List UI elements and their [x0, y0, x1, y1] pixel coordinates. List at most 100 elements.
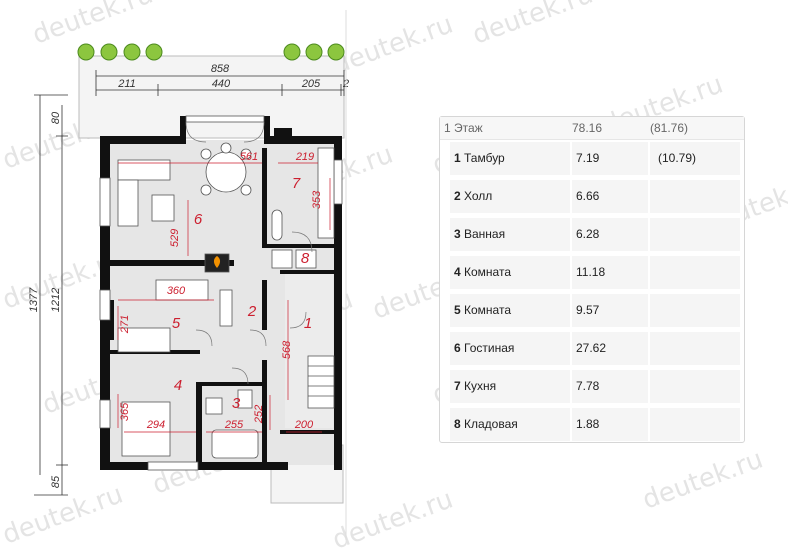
room-extra-cell	[650, 180, 740, 213]
room-dim: 561	[240, 151, 258, 163]
wardrobe-icon	[219, 289, 233, 327]
bathtub-icon	[211, 429, 259, 459]
room-number: 6	[194, 211, 203, 228]
floor-area-value: 78.16	[572, 121, 603, 135]
sink-icon	[205, 397, 223, 415]
room-index: 2	[454, 189, 461, 203]
dim-total-height: 1377	[28, 287, 40, 312]
room-index: 3	[454, 227, 461, 241]
room-name: Комната	[464, 265, 511, 279]
room-area: 11.18	[576, 265, 606, 279]
room-number: 8	[301, 250, 310, 267]
room-area-cell: 6.66	[572, 180, 648, 213]
room-name: Ванная	[464, 227, 506, 241]
room-number: 3	[232, 395, 241, 412]
room-extra-cell	[650, 370, 740, 403]
toilet-icon	[237, 389, 253, 409]
room-area-cell: 11.18	[572, 256, 648, 289]
room-number: 2	[247, 303, 257, 320]
room-extra-cell	[650, 408, 740, 441]
room-dim: 365	[119, 402, 131, 421]
terrace	[78, 55, 345, 139]
fire-icon	[213, 256, 221, 268]
room-area: 1.88	[576, 417, 600, 431]
dim-inner-height: 1212	[50, 288, 62, 312]
storage-icon	[271, 249, 293, 269]
dim-segment: 205	[301, 78, 321, 90]
windows	[99, 115, 343, 471]
furniture	[117, 142, 335, 459]
room-dimension-lines	[117, 162, 331, 433]
room-dim: 360	[167, 285, 186, 297]
room-extra-cell: (10.79)	[650, 142, 740, 175]
room-name: Кухня	[464, 379, 497, 393]
room-area-cell: 6.28	[572, 218, 648, 251]
room-area: 7.78	[576, 379, 600, 393]
room-number: 7	[292, 175, 301, 192]
sofa-icon	[117, 159, 171, 181]
room-index: 8	[454, 417, 461, 431]
floor-total-value: (81.76)	[650, 121, 689, 135]
room-name: Кладовая	[464, 417, 518, 431]
room-extra-cell	[650, 294, 740, 327]
room-area-cell: 7.19	[572, 142, 648, 175]
room-area: 6.66	[576, 189, 600, 203]
room-dim: 529	[169, 229, 181, 247]
dim-top: 80	[50, 111, 62, 124]
room-number: 5	[172, 315, 181, 332]
floor-label: 1 Этаж	[444, 121, 483, 135]
plant-icon	[77, 43, 345, 61]
room-number: 4	[174, 377, 182, 394]
room-index: 7	[454, 379, 461, 393]
area-table-header: 1 Этаж 78.16 (81.76)	[440, 117, 744, 140]
room-area-cell: 9.57	[572, 294, 648, 327]
room-area-cell: 7.78	[572, 370, 648, 403]
room-extra-cell	[650, 218, 740, 251]
dim-segment: 211	[117, 78, 136, 90]
door-swings	[185, 121, 313, 385]
room-dim: 568	[281, 340, 293, 359]
room-name: Холл	[464, 189, 493, 203]
room-name: Комната	[464, 303, 511, 317]
room-area-cell: 1.88	[572, 408, 648, 441]
room-dim: 252	[253, 405, 265, 424]
room-name: Гостиная	[464, 341, 515, 355]
room-dim: 271	[119, 315, 131, 334]
room-extra-cell	[650, 256, 740, 289]
room-area: 27.62	[576, 341, 607, 355]
room-dim: 219	[295, 151, 314, 163]
room-area: 6.28	[576, 227, 600, 241]
dim-total-width: 858	[211, 63, 230, 75]
stairs-icon	[307, 355, 335, 409]
room-area-cell: 27.62	[572, 332, 648, 365]
room-extra-cell	[650, 332, 740, 365]
dim-segment: 440	[212, 78, 231, 90]
coffee-table-icon	[151, 194, 175, 222]
room-area: 9.57	[576, 303, 600, 317]
room-area: 7.19	[576, 151, 600, 165]
room-index: 5	[454, 303, 461, 317]
room-index: 6	[454, 341, 461, 355]
dimension-lines	[34, 70, 345, 496]
room-number: 1	[304, 315, 312, 332]
bed-icon	[121, 401, 171, 457]
room-dim: 353	[311, 190, 323, 209]
dim-bottom: 85	[50, 475, 62, 488]
room-name: Тамбур	[464, 151, 505, 165]
